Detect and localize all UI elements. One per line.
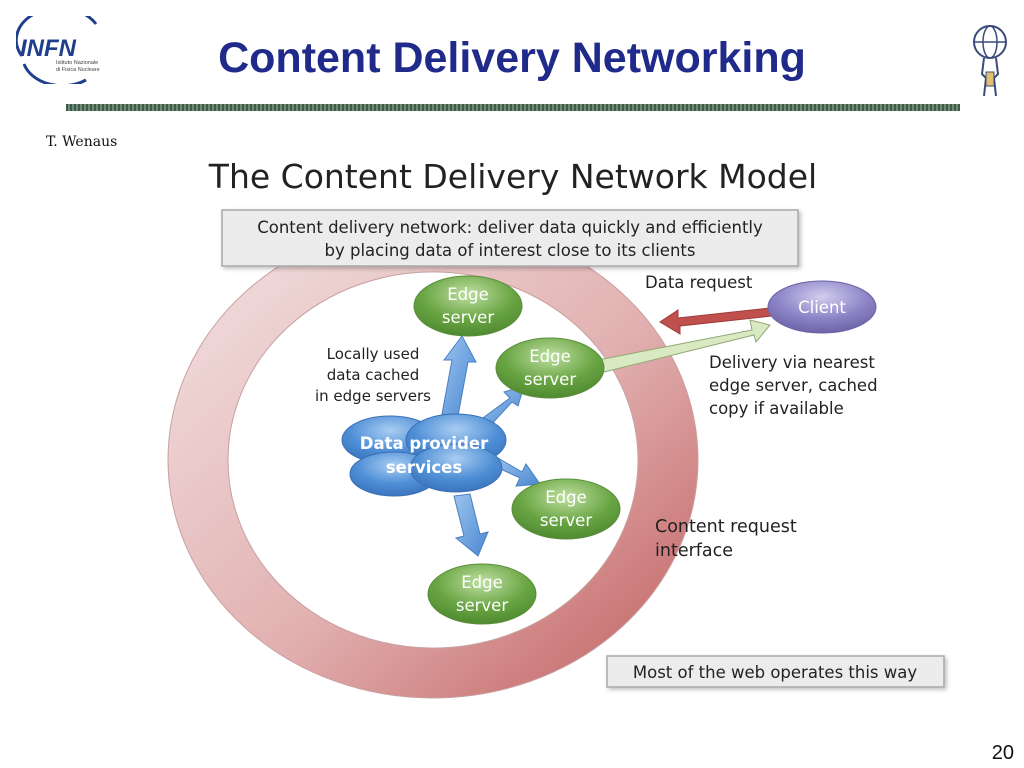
edge-server-lower-right-label1: Edge [545,488,587,507]
infn-logo-arc-top [16,16,98,57]
edge-server-lower-right-label2: server [540,511,592,530]
content-request-line1: Content request [655,517,797,537]
infn-wordmark: INFN [20,35,77,62]
edge-server-bottom-label2: server [456,596,508,615]
arrow-to-edge-server-bottom [453,493,489,557]
infn-caption-line2: di Fisica Nucleare [56,67,100,73]
arrow-to-edge-server-top [441,335,477,417]
edge-server-upper-right [495,337,605,399]
atlas-figure [980,57,1000,97]
data-provider-label2: services [386,458,463,477]
edge-server-upper-right-label1: Edge [529,347,571,366]
author-label: T. Wenaus [46,134,118,150]
edge-server-upper-right-label2: server [524,370,576,389]
infn-logo-arc-bottom [22,63,87,84]
delivery-line2: edge server, cached [709,376,878,395]
locally-used-line1: Locally used [327,345,420,363]
footnote-box [606,655,945,688]
data-provider-label1: Data provider [360,434,489,453]
delivery-line3: copy if available [709,399,844,418]
definition-line1: Content delivery network: deliver data q… [257,218,763,237]
atlas-logo [973,25,1007,97]
data-provider-cluster [341,413,507,497]
edge-server-lower-right [511,478,621,540]
locally-used-line3: in edge servers [315,387,431,405]
edge-server-top [413,275,523,337]
data-provider-blob-4 [409,443,503,493]
client-node [767,280,877,334]
slide-title: Content Delivery Networking [218,34,806,82]
infn-logo: INFN Istituto Nazionale di Fisica Nuclea… [16,16,100,84]
definition-box [221,209,799,267]
edge-server-bottom-label1: Edge [461,573,503,592]
page-number: 20 [991,742,1014,764]
edge-server-bottom [427,563,537,625]
data-request-arrow [659,307,773,335]
data-request-label: Data request [645,273,753,292]
delivery-arrow [597,319,771,374]
delivery-line1: Delivery via nearest [709,353,875,372]
edge-server-top-label1: Edge [447,285,489,304]
definition-line2: by placing data of interest close to its… [325,241,696,260]
locally-used-line2: data cached [327,366,420,384]
atlas-figure-body [985,71,995,87]
figure-heading: The Content Delivery Network Model [208,157,817,196]
client-label: Client [798,298,846,317]
content-request-line2: interface [655,541,733,561]
title-divider [66,104,960,111]
infn-caption-line1: Istituto Nazionale [56,60,98,66]
edge-server-top-label2: server [442,308,494,327]
footnote-text: Most of the web operates this way [633,663,918,682]
